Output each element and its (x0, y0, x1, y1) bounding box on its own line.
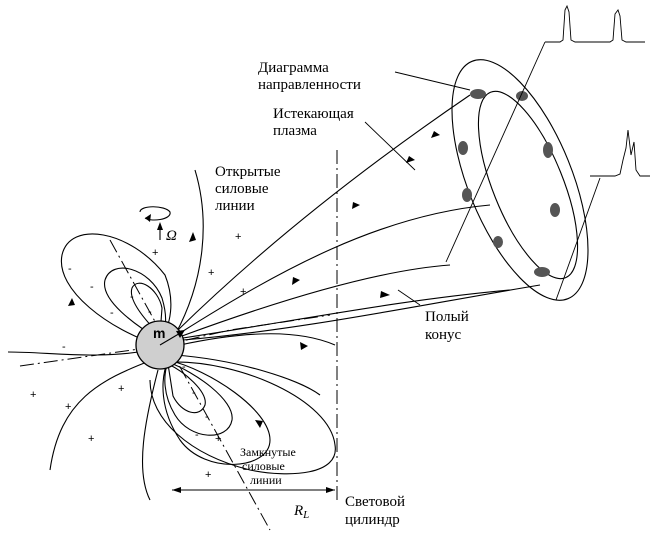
hollow-cone-label-2: конус (425, 327, 462, 343)
omega-label: Ω (166, 228, 177, 244)
arrow (292, 277, 300, 285)
charge-minus: - (62, 341, 66, 353)
charge-plus: + (235, 231, 241, 243)
pulse-profile-double (545, 6, 645, 42)
charge-minus: - (68, 263, 72, 275)
open-line-right-mid (180, 334, 335, 345)
open-lines-label-2: силовые (215, 181, 269, 197)
pulse-profile-pointer-2 (556, 178, 600, 300)
beam-spot (550, 203, 560, 217)
charge-plus: + (118, 383, 124, 395)
cone-outer-ring (424, 42, 616, 318)
omega-arrowhead (157, 222, 163, 230)
arrow (300, 342, 308, 350)
beam-pattern-label-2: направленности (258, 77, 361, 93)
charge-minus: - (130, 291, 134, 303)
open-line-right-low (175, 355, 320, 395)
beam-spots (458, 89, 560, 277)
charge-plus: + (215, 433, 221, 445)
plasma-line-5 (183, 285, 540, 340)
charge-plus: + (88, 433, 94, 445)
rl-arrow-right (326, 487, 335, 493)
open-lines-label-3: линии (215, 198, 255, 214)
charge-minus: - (90, 281, 94, 293)
arrow (68, 298, 75, 306)
arrow (406, 156, 415, 163)
rl-arrow-left (172, 487, 181, 493)
beam-spot (462, 188, 472, 202)
charge-minus: - (110, 307, 114, 319)
plasma-line-3 (182, 265, 450, 336)
arrow (352, 202, 360, 209)
charge-plus: + (152, 247, 158, 259)
leader-plasma (365, 122, 415, 170)
closed-lines-label-3: линии (250, 473, 282, 487)
charge-minus: - (182, 361, 186, 373)
magnetic-moment-label: m (153, 325, 165, 341)
charge-plus: + (30, 389, 36, 401)
plasma-label-2: плазма (273, 123, 317, 139)
arrow (431, 131, 440, 138)
open-lines-label-1: Открытые (215, 164, 281, 180)
closed-lines-label-2: силовые (242, 459, 285, 473)
beam-pattern-label-1: Диаграмма (258, 60, 329, 76)
light-cylinder-label-1: Световой (345, 494, 405, 510)
rotation-axis-line (110, 240, 270, 530)
light-cylinder-label-2: цилиндр (345, 512, 400, 528)
open-line-lower-left (50, 360, 152, 470)
beam-spot (543, 142, 553, 158)
charge-minus: - (195, 429, 199, 441)
rotation-arrow-icon (140, 207, 170, 220)
pulse-profile-single (590, 130, 650, 176)
plasma-label-1: Истекающая (273, 106, 354, 122)
closed-lines-label-1: Замкнутые (240, 445, 296, 459)
charge-plus: + (205, 469, 211, 481)
arrow (255, 420, 263, 428)
arrow (189, 232, 196, 242)
beam-spot (534, 267, 550, 277)
rl-label: RL (293, 503, 309, 521)
beam-spot (493, 236, 503, 248)
charge-minus: - (148, 306, 152, 318)
charge-minus: - (205, 411, 209, 423)
arrow (380, 291, 390, 298)
charge-plus: + (240, 286, 246, 298)
beam-spot (470, 89, 486, 99)
rotation-arrowhead (145, 214, 151, 222)
charge-plus: + (208, 267, 214, 279)
hollow-cone-label-1: Полый (425, 309, 469, 325)
charge-plus: + (65, 401, 71, 413)
charge-minus: - (192, 387, 196, 399)
beam-spot (458, 141, 468, 155)
